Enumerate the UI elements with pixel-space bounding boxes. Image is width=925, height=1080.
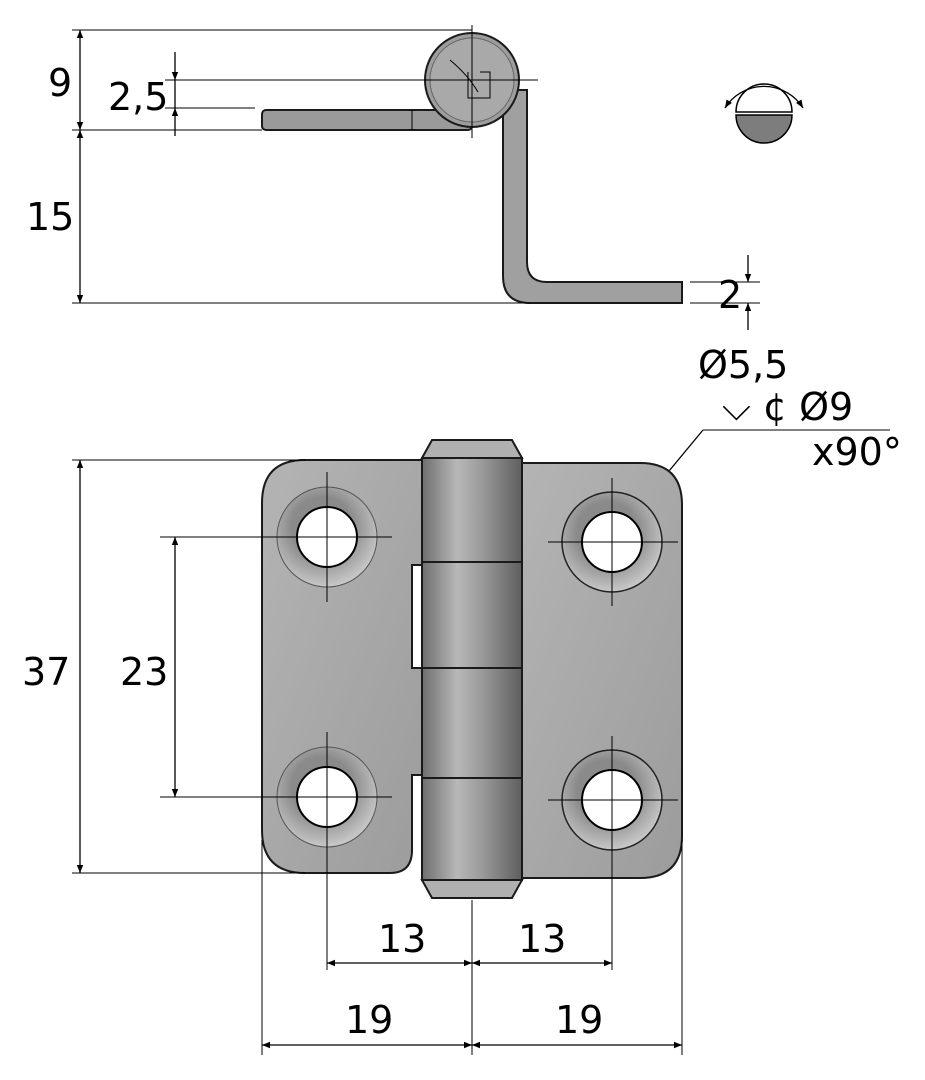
knuckle-top-cap — [420, 439, 524, 459]
front-view: 37 23 13 13 19 19 — [22, 439, 683, 1055]
rotation-direction-icon — [724, 83, 804, 144]
dim-total-height: 9 — [48, 61, 72, 105]
dim-height: 37 — [22, 650, 70, 694]
knuckle-bottom-cap — [420, 879, 524, 899]
dim-pin-offset: 2,5 — [108, 75, 168, 119]
logo-mark — [449, 59, 491, 99]
dim-leaf-drop: 15 — [26, 195, 74, 239]
dim-half-width-right: 19 — [555, 998, 603, 1042]
dim-hole-offset-left: 13 — [378, 917, 426, 961]
dim-hole-offset-right: 13 — [518, 917, 566, 961]
countersink-label: ⌵ ¢ Ø9 — [722, 385, 853, 429]
knuckle-segment — [421, 457, 523, 563]
dim-hole-pitch: 23 — [120, 650, 168, 694]
hole-spec-callout: Ø5,5 ⌵ ¢ Ø9 x90° — [644, 343, 902, 501]
side-view: 9 15 2,5 2 — [26, 25, 760, 330]
countersink-angle-label: x90° — [812, 430, 902, 474]
hole-diameter-label: Ø5,5 — [698, 343, 788, 387]
knuckle-segment — [421, 667, 523, 779]
knuckle-segment — [421, 561, 523, 669]
dim-thickness: 2 — [718, 273, 742, 317]
dim-half-width-left: 19 — [345, 998, 393, 1042]
knuckle-segment — [421, 777, 523, 881]
side-leaf-right — [502, 89, 683, 304]
